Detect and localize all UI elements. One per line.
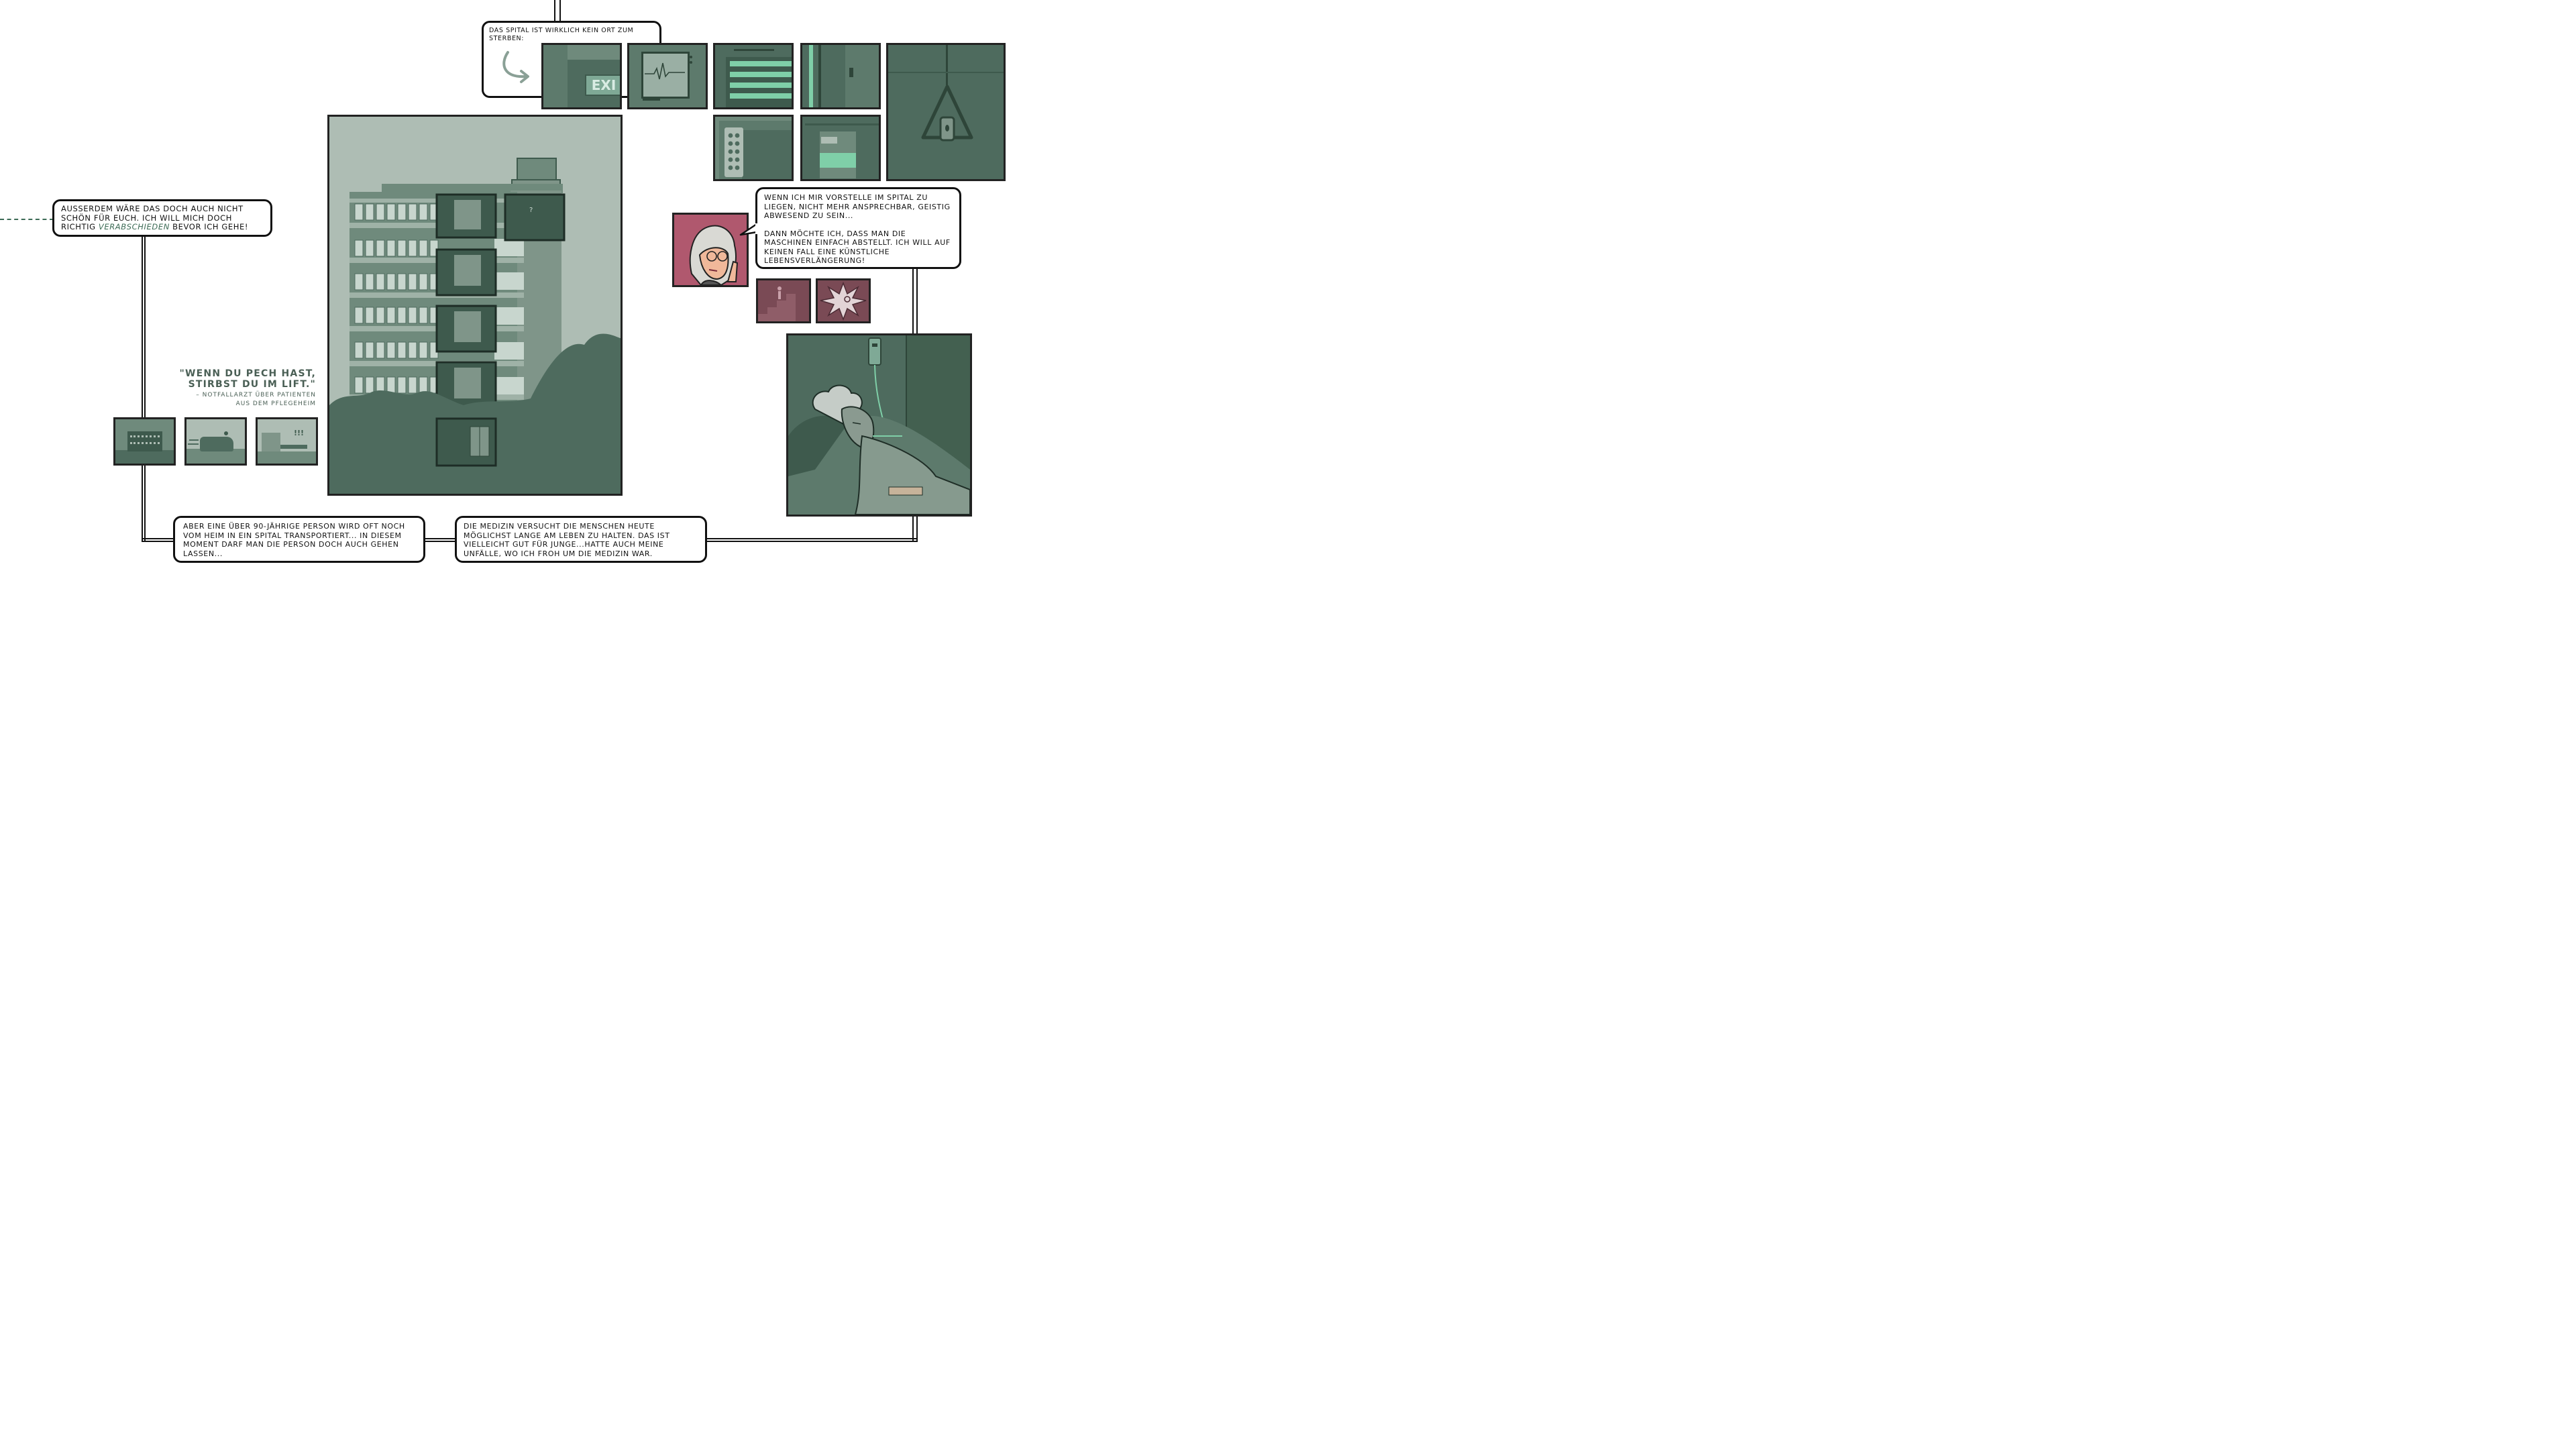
imagine-text-1: WENN ICH MIR VORSTELLE IM SPITAL ZU LIEG… [764, 193, 951, 220]
panel-sign [800, 115, 881, 181]
panel-nursing-home-building: ? [327, 115, 623, 496]
transport-text: ABER EINE ÜBER 90-JÄHRIGE PERSON WIRD OF… [183, 522, 405, 558]
hospital-bed-illustration [788, 335, 970, 515]
keypad-icon [728, 133, 740, 170]
quote-attribution-1: – NOTFALLARZT ÜBER PATIENTEN [196, 392, 316, 398]
panel-grandmother-portrait [672, 213, 749, 287]
bubble-text: DAS SPITAL IST WIRKLICH KEIN ORT ZUM STE… [489, 27, 634, 42]
connector-bottom-mid [424, 538, 456, 542]
speech-bubble-transport: ABER EINE ÜBER 90-JÄHRIGE PERSON WIRD OF… [173, 516, 425, 563]
quote-attribution-2: AUS DEM PFLEGEHEIM [235, 400, 316, 407]
connector-dashed-left [0, 219, 54, 220]
panel-hospital-bed [786, 333, 972, 517]
panel-stairs-fall [756, 278, 811, 323]
speech-bubble-imagine: WENN ICH MIR VORSTELLE IM SPITAL ZU LIEG… [755, 187, 961, 269]
panel-impact [816, 278, 871, 323]
siren-icon [224, 431, 228, 435]
quote-line-2: STIRBST DU IM LIFT." [188, 379, 316, 390]
heartbeat-icon [645, 62, 685, 80]
exit-sign: EXI [585, 74, 620, 96]
trapeze-handle-icon [921, 85, 973, 142]
connector-left-vertical [142, 235, 146, 542]
imagine-text-2: DANN MÖCHTE ICH, DASS MAN DIE MASCHINEN … [764, 229, 951, 266]
panel-monitor [627, 43, 708, 109]
panel-emergency-stretcher: !!! [256, 417, 318, 466]
panel-keypad [713, 115, 794, 181]
medicine-text: DIE MEDIZIN VERSUCHT DIE MENSCHEN HEUTE … [464, 522, 670, 558]
farewell-text-1: AUSSERDEM WÄRE DAS DOCH AUCH NICHT SCHÖN… [61, 204, 244, 231]
bubble-tail [739, 223, 758, 236]
svg-text:?: ? [529, 207, 533, 214]
speech-bubble-farewell: AUSSERDEM WÄRE DAS DOCH AUCH NICHT SCHÖN… [52, 199, 272, 237]
panel-trapeze-handle [886, 43, 1006, 181]
speech-bubble-medicine: DIE MEDIZIN VERSUCHT DIE MENSCHEN HEUTE … [455, 516, 707, 563]
connector-bottom-left [142, 538, 175, 542]
building-illustration: ? [329, 117, 621, 494]
panel-door [800, 43, 881, 109]
arrow-icon [502, 51, 529, 83]
alarm-text: !!! [294, 429, 305, 437]
panel-cabinet [713, 43, 794, 109]
farewell-highlight: VERABSCHIEDEN [98, 222, 170, 231]
quote-line-1: "WENN DU PECH HAST, [179, 368, 316, 379]
panel-exit-sign: EXI [541, 43, 622, 109]
connector-bottom-right [706, 538, 918, 542]
panel-small-building [113, 417, 176, 466]
connector-top-vertical [554, 0, 561, 22]
panel-ambulance [184, 417, 247, 466]
grandmother-portrait [674, 215, 747, 285]
farewell-text-2: BEVOR ICH GEHE! [172, 222, 249, 231]
quote-block: "WENN DU PECH HAST, STIRBST DU IM LIFT."… [154, 368, 316, 409]
